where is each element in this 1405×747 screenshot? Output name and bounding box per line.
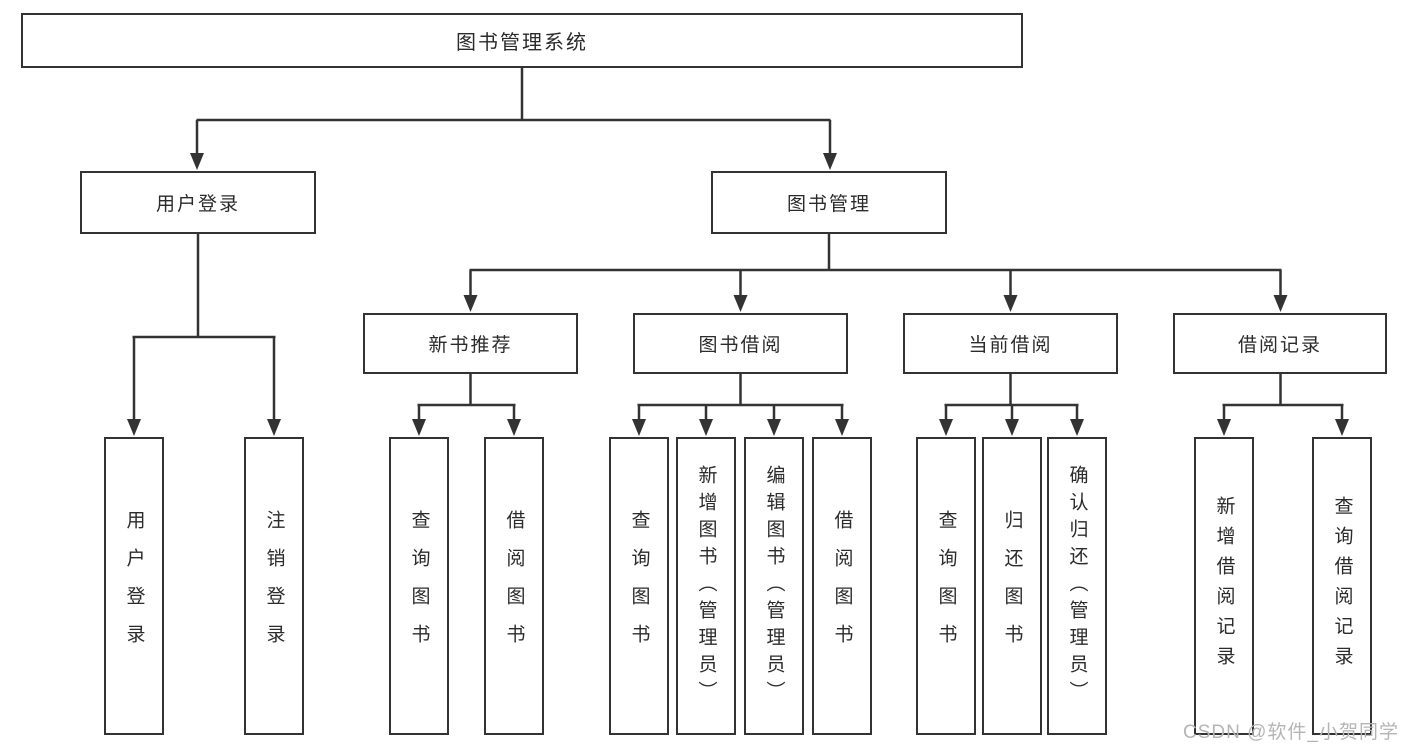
node-borrow-records: 借阅记录 [1173, 313, 1387, 374]
connector-new-book-recommend-to-leaves [417, 374, 516, 421]
arrowheads-book-borrow [632, 419, 849, 436]
arrowhead [699, 419, 713, 436]
connector-book-borrow-to-leaves [637, 374, 844, 421]
leaf-edit-book-admin: 编辑图书（管理员） [744, 437, 804, 735]
node-root-book-management-system: 图书管理系统 [21, 13, 1023, 68]
leaf-user-login: 用户登录 [104, 437, 164, 735]
node-current-borrow: 当前借阅 [903, 313, 1118, 374]
arrowhead [1005, 419, 1019, 436]
connector-user-login-to-leaves [132, 234, 276, 421]
arrowhead [127, 419, 141, 436]
leaf-add-book-admin: 新增图书（管理员） [676, 437, 736, 735]
connector-root-to-level2 [195, 68, 832, 156]
arrowheads-level3 [463, 295, 1288, 312]
connector-current-borrow-to-leaves [944, 374, 1079, 421]
leaf-logout: 注销登录 [244, 437, 304, 735]
csdn-watermark: CSDN @软件_小贺同学 [1183, 722, 1399, 743]
node-new-book-recommend: 新书推荐 [363, 313, 578, 374]
arrowhead [835, 419, 849, 436]
node-book-borrow: 图书借阅 [633, 313, 848, 374]
arrowheads-new-book-recommend [412, 419, 521, 436]
connector-book-management-to-level3 [469, 234, 1282, 297]
connector-borrow-records-to-leaves [1222, 374, 1344, 421]
node-book-management: 图书管理 [711, 171, 947, 234]
node-user-login: 用户登录 [80, 171, 316, 234]
arrowheads-level2 [190, 153, 837, 170]
leaf-confirm-return-admin: 确认归还（管理员） [1047, 437, 1107, 735]
arrowhead [1273, 295, 1288, 312]
arrowheads-borrow-records [1217, 419, 1349, 436]
leaf-add-borrow-record: 新增借阅记录 [1194, 437, 1254, 735]
arrowhead [823, 153, 837, 170]
arrowhead [939, 419, 953, 436]
leaf-query-books-borrow: 查询图书 [609, 437, 669, 735]
leaf-query-borrow-record: 查询借阅记录 [1312, 437, 1372, 735]
arrowhead [1217, 419, 1231, 436]
leaf-query-books-recommend: 查询图书 [389, 437, 449, 735]
arrowhead [632, 419, 646, 436]
leaf-return-book: 归还图书 [982, 437, 1042, 735]
arrowhead [1003, 295, 1018, 312]
leaf-borrow-books: 借阅图书 [812, 437, 872, 735]
arrowhead [1070, 419, 1084, 436]
arrowhead [507, 419, 521, 436]
arrowhead [190, 153, 204, 170]
arrowheads-user-login-leaves [127, 419, 281, 436]
leaf-query-books-current: 查询图书 [916, 437, 976, 735]
arrowhead [267, 419, 281, 436]
arrowhead [412, 419, 426, 436]
arrowhead [1335, 419, 1349, 436]
leaf-borrow-books-recommend: 借阅图书 [484, 437, 544, 735]
arrowhead [767, 419, 781, 436]
arrowhead [733, 295, 748, 312]
arrowhead [463, 295, 478, 312]
arrowheads-current-borrow [939, 419, 1084, 436]
